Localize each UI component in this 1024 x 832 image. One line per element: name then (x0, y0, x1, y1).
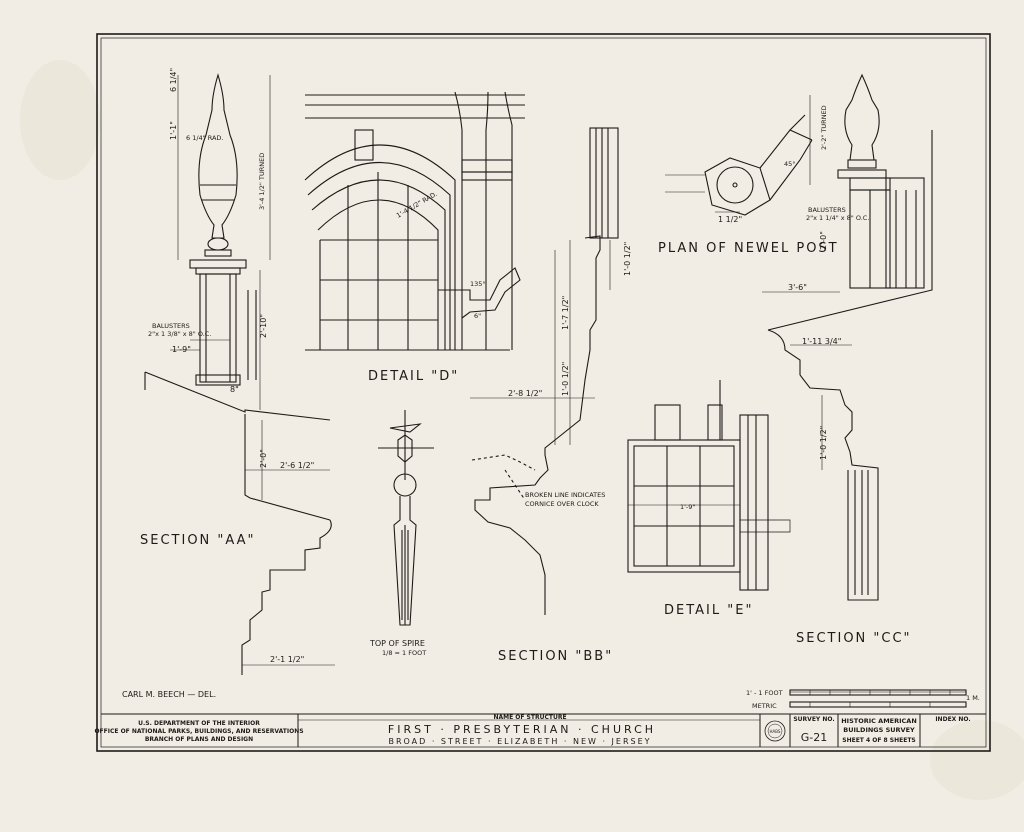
scale-bars (789, 689, 967, 708)
dim-bb-1-7: 1'-7 1/2" (561, 296, 570, 330)
structure-name: FIRST · PRESBYTERIAN · CHURCH (388, 723, 656, 736)
survey-label: SURVEY NO. (793, 716, 834, 723)
survey-number: G-21 (801, 731, 828, 744)
detail-e-drawing (627, 380, 791, 591)
dim-aa-8: 8" (230, 385, 239, 394)
spire-drawing (378, 410, 434, 626)
dim-newel-1: 1 1/2" (718, 215, 742, 224)
section-cc-label: SECTION "CC" (796, 631, 912, 646)
agency-line-1: U.S. DEPARTMENT OF THE INTERIOR (138, 720, 260, 727)
note-balusters-cc-2: 2"x 1 1/4" x 8" O.C. (806, 214, 869, 222)
spire-label: TOP OF SPIRE (369, 639, 425, 648)
dim-aa-rad: 6 1/4" RAD. (186, 134, 224, 142)
structure-address: BROAD · STREET · ELIZABETH · NEW · JERSE… (388, 737, 651, 746)
outer-border (96, 33, 991, 752)
dim-newel-45: 45° (784, 160, 796, 168)
plan-newel-label: PLAN OF NEWEL POST (658, 241, 839, 256)
section-bb-label: SECTION "BB" (498, 649, 613, 664)
dim-d-135: 135° (470, 280, 486, 288)
dim-aa-2-6: 2'-6 1/2" (280, 461, 314, 470)
dim-cc-1-11: 1'-11 3/4" (802, 337, 841, 346)
sheet-number: SHEET 4 OF 8 SHEETS (842, 737, 916, 744)
note-balusters-cc-1: BALUSTERS (808, 206, 846, 214)
dim-cc-2-0: 2'-0" (819, 231, 828, 250)
scale-metric-end: 1 M. (966, 694, 980, 702)
dim-e-1-9: 1'-9" (680, 503, 695, 511)
detail-d-label: DETAIL "D" (368, 369, 459, 384)
dim-bb-1-0: 1'-0 1/2" (623, 242, 632, 276)
habs-seal-icon (764, 720, 786, 742)
index-label: INDEX NO. (935, 716, 970, 723)
section-cc-newel-drawing (762, 73, 933, 601)
scale-metric-label: METRIC (752, 702, 777, 710)
section-aa-label: SECTION "AA" (140, 533, 256, 548)
section-bb-drawing (470, 127, 619, 615)
habs-line-1: HISTORIC AMERICAN (841, 717, 917, 725)
dim-aa-2-0: 2'-0" (259, 449, 268, 468)
dim-bb-2-8: 2'-8 1/2" (508, 389, 542, 398)
newel-plan-drawing (665, 114, 813, 216)
note-turned-cc: 2'-2" TURNED (820, 105, 828, 150)
structure-name-label: NAME OF STRUCTURE (493, 714, 566, 721)
note-balusters-aa-1: BALUSTERS (152, 322, 190, 330)
note-balusters-aa-2: 2"x 1 3/8" x 8" O.C. (148, 330, 211, 338)
note-broken-line-1: BROKEN LINE INDICATES (525, 491, 605, 499)
note-broken-line-2: CORNICE OVER CLOCK (525, 500, 599, 508)
dim-aa-2-10: 2'-10" (259, 314, 268, 338)
note-turned-aa: 3'-4 1/2" TURNED (258, 153, 266, 210)
title-block-frame (101, 713, 986, 747)
dim-aa-1-9: 1'-9" (172, 345, 191, 354)
dim-cc-1-0: 1'-0 1/2" (819, 426, 828, 460)
inner-border (100, 37, 987, 748)
detail-e-label: DETAIL "E" (664, 603, 753, 618)
scale-foot-label: 1' - 1 FOOT (746, 689, 783, 697)
dim-aa-2-1: 2'-1 1/2" (270, 655, 304, 664)
dim-aa-1-1: 1'-1" (169, 121, 178, 140)
spire-scale: 1/8 = 1 FOOT (382, 649, 426, 657)
dim-aa-top: 6 1/4" (169, 68, 178, 92)
agency-line-3: BRANCH OF PLANS AND DESIGN (145, 736, 253, 743)
detail-d-drawing (304, 91, 525, 351)
dim-bb-1-0b: 1'-0 1/2" (561, 362, 570, 396)
section-aa-drawing (144, 73, 335, 675)
agency-line-2: OFFICE OF NATIONAL PARKS, BUILDINGS, AND… (94, 728, 303, 735)
dim-cc-3-6: 3'-6" (788, 283, 807, 292)
habs-line-2: BUILDINGS SURVEY (843, 726, 915, 734)
seal-text: HABS (770, 729, 781, 734)
dim-d-6: 6" (474, 312, 481, 320)
drawn-by: CARL M. BEECH — DEL. (122, 690, 216, 699)
